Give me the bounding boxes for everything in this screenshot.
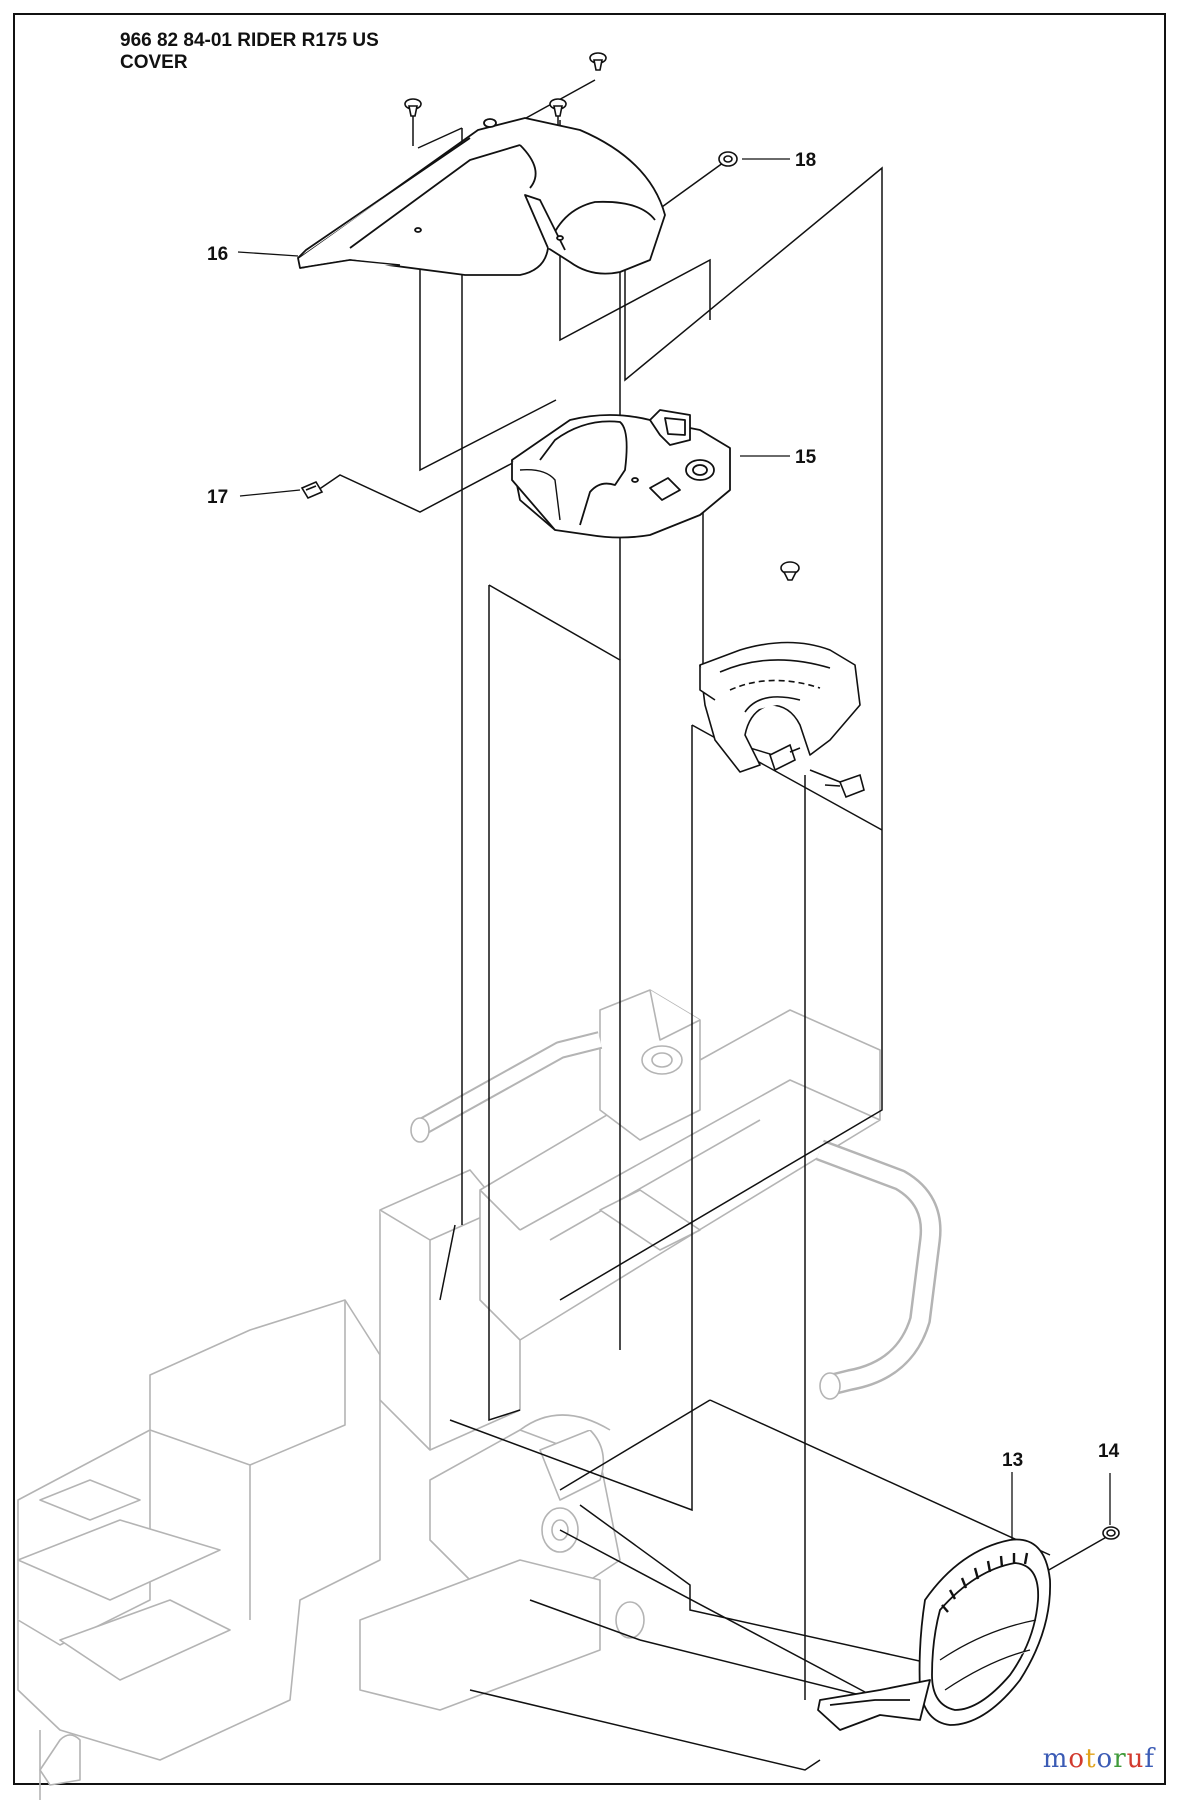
label-13: 13 [1002,1450,1023,1471]
watermark-letter: u [1126,1744,1145,1774]
part-18-nut [718,151,738,167]
rider-frame-chassis [17,989,942,1800]
watermark-letter: m [1042,1744,1069,1774]
fasteners [300,52,1120,1540]
leader-lines [237,158,1111,1540]
shift-bracket [699,641,861,773]
watermark-letter: f [1144,1744,1155,1774]
bracket-bolt-right [824,773,865,799]
watermark-letter: o [1096,1744,1114,1774]
watermark-letter: t [1085,1744,1097,1774]
label-15: 15 [795,447,817,468]
part-15-lower-cover [511,409,731,539]
watermark-letter: r [1113,1744,1127,1774]
screw-top-left [404,98,422,117]
part-16-upper-cover [297,117,666,276]
screw-top-right [589,52,607,71]
label-14: 14 [1098,1441,1120,1462]
screw-top-middle [549,98,567,117]
label-18: 18 [795,150,816,171]
part-13-round-cover [817,1538,1051,1731]
screw-below-cover [780,561,800,581]
part-17-clip [300,480,324,500]
diagram-header: 966 82 84-01 RIDER R175 US COVER [120,30,379,74]
watermark-letter: o [1068,1744,1086,1774]
diagram-subtitle: COVER [120,52,188,73]
part-14-nut [1102,1526,1120,1540]
bracket-bolt-left [769,743,801,772]
label-16: 16 [207,244,228,265]
label-17: 17 [207,487,228,508]
diagram-title: 966 82 84-01 RIDER R175 US [120,30,379,51]
assembly-guide-lines [317,79,1111,1771]
motoruf-watermark: motoruf [1043,1744,1155,1774]
